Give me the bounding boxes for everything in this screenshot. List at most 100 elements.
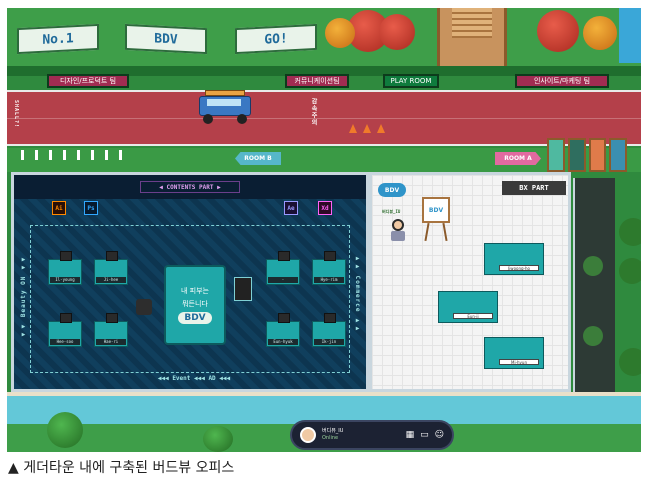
road-marking: 감속주의 bbox=[310, 98, 317, 126]
plant-icon bbox=[136, 299, 152, 315]
monitor-icon bbox=[60, 251, 72, 261]
screen-share-icon[interactable]: ▭ bbox=[420, 430, 429, 440]
road bbox=[7, 90, 641, 146]
center-sign: 내 피부는 뭐든니다 BDV bbox=[164, 265, 226, 345]
traffic-cone bbox=[377, 124, 385, 133]
image-caption: ▲ 게더타운 내에 구축된 버드뷰 오피스 bbox=[8, 460, 235, 476]
poster-wall bbox=[547, 138, 627, 172]
arcade-machine[interactable] bbox=[234, 277, 252, 301]
road-line bbox=[7, 118, 641, 119]
sign-text: 커뮤니케이션팀 bbox=[294, 77, 340, 85]
hud-username: 버디뷰_IU bbox=[322, 428, 344, 434]
hud-status: Online bbox=[322, 435, 339, 441]
team-sign: 인사이트/마케팅 팀 bbox=[515, 74, 609, 88]
center-sign-line: 뭐든니다 bbox=[182, 300, 208, 308]
sign-text: PLAY ROOM bbox=[390, 77, 432, 85]
monitor-icon bbox=[324, 313, 336, 323]
plant-pot bbox=[583, 326, 603, 346]
corridor bbox=[573, 178, 615, 392]
map-icon[interactable]: ▦ bbox=[405, 430, 415, 440]
room-header: ◀ CONTENTS PART ▶ bbox=[140, 181, 240, 193]
red-tree bbox=[379, 14, 415, 50]
desk[interactable]: Hae-ri bbox=[94, 313, 128, 347]
monitor-icon bbox=[278, 251, 290, 261]
desk[interactable]: Jiwoong-ho bbox=[484, 243, 544, 275]
green-tree bbox=[619, 218, 641, 246]
desk-label: Ik-jin bbox=[314, 339, 344, 345]
desk[interactable]: Hye-rim bbox=[312, 251, 346, 285]
banner-no1: No.1 bbox=[17, 23, 99, 55]
emoji-icon[interactable]: ☺ bbox=[434, 430, 444, 440]
team-sign: 디자인/프로덕트 팀 bbox=[47, 74, 129, 88]
player-avatar[interactable]: 버디뷰_IU bbox=[382, 209, 412, 243]
banner-text: BDV bbox=[154, 30, 178, 48]
red-tree bbox=[537, 10, 579, 52]
center-sign-logo: BDV bbox=[178, 312, 212, 324]
inner-border bbox=[30, 225, 350, 373]
sign-text: 디자인/프로덕트 팀 bbox=[59, 77, 117, 85]
stairs bbox=[452, 8, 492, 38]
desk[interactable]: - bbox=[266, 251, 300, 285]
plant-pot bbox=[583, 256, 603, 276]
team-sign: 커뮤니케이션팀 bbox=[285, 74, 349, 88]
easel[interactable]: BDV bbox=[422, 197, 450, 242]
room-b-tag[interactable]: ROOM B bbox=[235, 152, 281, 165]
banner-text: GO! bbox=[264, 30, 288, 48]
room-tag-text: ROOM B bbox=[244, 155, 272, 162]
pond bbox=[619, 8, 641, 63]
avatar-name: 버디뷰_IU bbox=[382, 209, 401, 214]
traffic-cone bbox=[349, 124, 357, 133]
desk-label: Il-young bbox=[50, 277, 80, 283]
desk[interactable]: Eun-ji bbox=[438, 291, 498, 323]
desk-label: Ji-hee bbox=[96, 277, 126, 283]
bottom-tree bbox=[47, 412, 83, 448]
desk-label: Eun-ji bbox=[453, 313, 493, 319]
orange-tree bbox=[583, 16, 617, 50]
app-icon-ps: Ps bbox=[84, 201, 98, 215]
room-logo: BDV bbox=[378, 183, 406, 197]
bottom-tree bbox=[203, 426, 233, 452]
contents-room: ◀ CONTENTS PART ▶ Ai Ps Ae Xd ◀◀ Beauty … bbox=[11, 172, 369, 392]
desk-label: Hye-rim bbox=[314, 277, 344, 283]
desk-label: Jiwoong-ho bbox=[499, 265, 539, 271]
app-icon-ae: Ae bbox=[284, 201, 298, 215]
bx-room: BDV BX PART BDV 버디뷰_IU Jiwoong-ho Eun-ji… bbox=[369, 172, 571, 392]
monitor-icon bbox=[60, 313, 72, 323]
bottom-label: ◀◀◀ Event ◀◀◀ AD ◀◀◀ bbox=[157, 375, 231, 382]
room-header-text: ◀ CONTENTS PART ▶ bbox=[159, 183, 221, 191]
desk[interactable]: Eun-hyuk bbox=[266, 313, 300, 347]
desk-label: Hee-soo bbox=[50, 339, 80, 345]
user-hud[interactable]: 버디뷰_IU Online ▦ ▭ ☺ bbox=[290, 420, 454, 450]
desk[interactable]: Il-young bbox=[48, 251, 82, 285]
banner-text: No.1 bbox=[42, 30, 74, 48]
car bbox=[195, 90, 255, 124]
desk-label: - bbox=[268, 277, 298, 283]
monitor-icon bbox=[324, 251, 336, 261]
app-icon-xd: Xd bbox=[318, 201, 332, 215]
lamp-row bbox=[21, 150, 131, 160]
banner-go: GO! bbox=[235, 23, 317, 55]
desk[interactable]: Ik-jin bbox=[312, 313, 346, 347]
monitor-icon bbox=[106, 251, 118, 261]
side-label-right: ▶▶ Commerce ▶▶ bbox=[354, 255, 361, 334]
room-tag-text: ROOM A bbox=[504, 155, 532, 162]
desk-label: Hae-ri bbox=[96, 339, 126, 345]
orange-tree bbox=[325, 18, 355, 48]
center-sign-line: 내 피부는 bbox=[181, 287, 209, 295]
desk-label: Eun-hyuk bbox=[268, 339, 298, 345]
hedge bbox=[7, 66, 641, 76]
monitor-icon bbox=[106, 313, 118, 323]
side-label-left: ◀◀ Beauty ON ◀◀ bbox=[20, 255, 27, 338]
desk[interactable]: Mi-hyun bbox=[484, 337, 544, 369]
avatar[interactable] bbox=[300, 427, 316, 443]
room-a-tag[interactable]: ROOM A bbox=[495, 152, 541, 165]
gather-town-map: No.1 BDV GO! 디자인/프로덕트 팀 커뮤니케이션팀 PLAY ROO… bbox=[7, 8, 641, 452]
banner-bdv: BDV bbox=[125, 23, 207, 55]
traffic-cone bbox=[363, 124, 371, 133]
road-marking: SHALL?! bbox=[13, 100, 19, 129]
monitor-icon bbox=[278, 313, 290, 323]
desk[interactable]: Ji-hee bbox=[94, 251, 128, 285]
room-header: BX PART bbox=[502, 181, 566, 195]
desk[interactable]: Hee-soo bbox=[48, 313, 82, 347]
playroom-sign[interactable]: PLAY ROOM bbox=[383, 74, 439, 88]
